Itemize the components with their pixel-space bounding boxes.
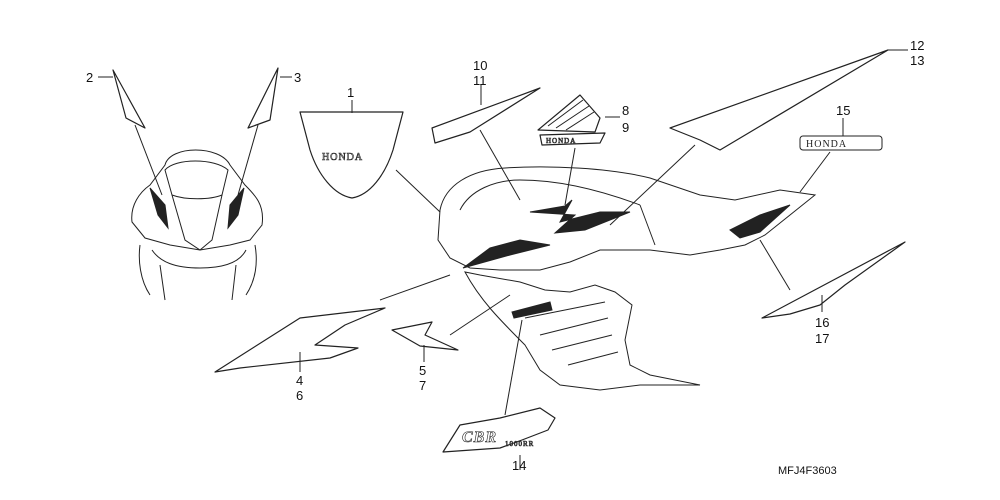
leader-1b	[395, 169, 441, 213]
wing-logo-text: HONDA	[546, 137, 576, 145]
side-fairing	[437, 166, 817, 391]
decal-14-cbr[interactable]: CBR 1000RR	[442, 407, 556, 453]
leader-4-6b	[379, 274, 451, 301]
callout-7: 7	[419, 378, 426, 393]
decal-5-7[interactable]	[391, 321, 459, 351]
callout-11: 11	[473, 73, 487, 88]
leader-3b	[237, 124, 259, 196]
decal-16-17[interactable]	[761, 241, 906, 319]
front-fairing-view	[131, 149, 264, 301]
callout-3: 3	[294, 70, 301, 85]
decal-15-honda[interactable]: HONDA	[799, 135, 883, 151]
callout-2: 2	[86, 70, 93, 85]
callout-8: 8	[622, 103, 629, 118]
callout-9: 9	[622, 120, 629, 135]
leader-14b	[504, 319, 523, 416]
leader-15b	[799, 151, 831, 193]
decal-4-6[interactable]	[214, 307, 386, 373]
cbr-sub-text: 1000RR	[505, 440, 534, 448]
callout-13: 13	[910, 53, 924, 68]
callout-6: 6	[296, 388, 303, 403]
callout-10: 10	[473, 58, 487, 73]
decal-12-13[interactable]	[669, 49, 889, 151]
leader-10-11b	[479, 129, 521, 201]
callout-15: 15	[836, 103, 850, 118]
decal-2[interactable]	[112, 69, 146, 129]
callout-14: 14	[512, 458, 526, 473]
leader-5-7b	[449, 294, 511, 336]
callout-17: 17	[815, 331, 829, 346]
diagram-code: MFJ4F3603	[778, 465, 837, 477]
callout-1: 1	[347, 85, 354, 100]
callout-4: 4	[296, 373, 303, 388]
decal-3[interactable]	[247, 67, 279, 129]
callout-16: 16	[815, 315, 829, 330]
leader-16-17b	[759, 239, 791, 291]
decal-10-11[interactable]	[431, 87, 541, 144]
callout-12: 12	[910, 38, 924, 53]
emblem-logo-text: HONDA	[322, 152, 363, 163]
cbr-logo-text: CBR	[462, 429, 497, 446]
callout-5: 5	[419, 363, 426, 378]
leader-2b	[134, 124, 163, 196]
decal-1-emblem[interactable]: HONDA	[299, 111, 404, 199]
leader-8-9b	[564, 147, 576, 206]
decal-8-9-wing[interactable]: HONDA	[537, 94, 606, 146]
honda-wordmark-text: HONDA	[806, 139, 847, 150]
